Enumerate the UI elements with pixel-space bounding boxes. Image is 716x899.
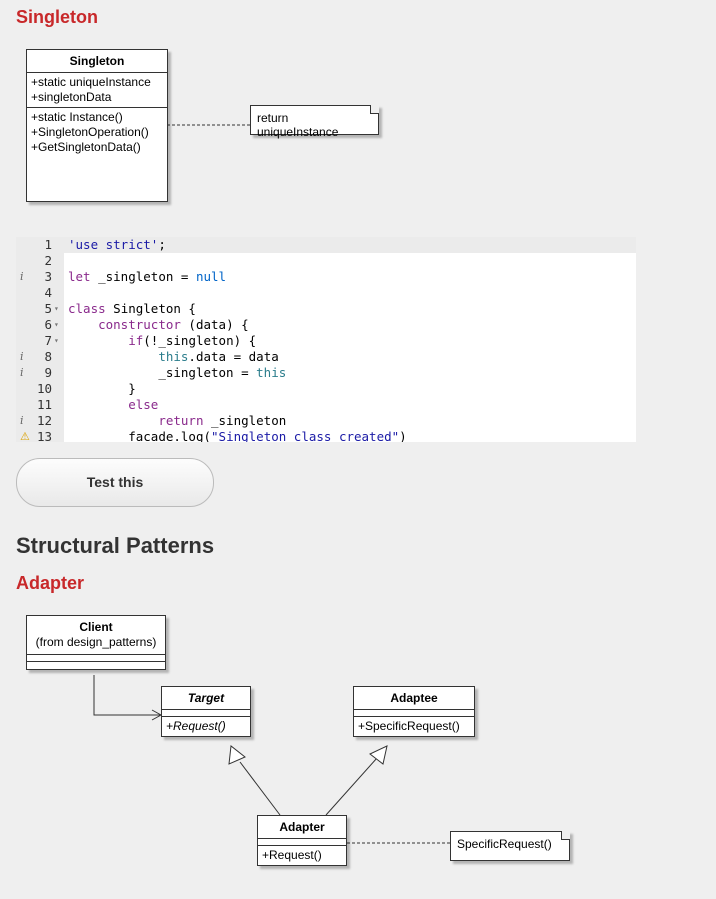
class-name: Singleton <box>69 54 125 68</box>
fold-toggle-icon[interactable]: ▾ <box>54 320 59 329</box>
fold-toggle-icon[interactable]: ▾ <box>54 336 59 345</box>
adapter-operation: +Request() <box>258 845 346 865</box>
client-title: Client (from design_patterns) <box>27 616 165 654</box>
code-line[interactable]: i 3 let _singleton = null <box>16 269 636 285</box>
line-number: 13 <box>36 429 52 442</box>
code-text: return _singleton <box>158 413 287 428</box>
line-number: 8 <box>44 349 52 364</box>
code-line[interactable]: 7▾ if(!_singleton) { <box>16 333 636 349</box>
operation-singleton-operation: +SingletonOperation() <box>31 125 149 139</box>
adaptee-arrowhead <box>369 745 388 765</box>
line-number: 12 <box>36 413 52 428</box>
target-class-box: Target +Request() <box>161 686 251 737</box>
code-line[interactable]: ⚠ 13 facade.log("Singleton class created"… <box>16 429 636 442</box>
line-number: 10 <box>36 381 52 396</box>
warning-icon: ⚠ <box>20 430 30 442</box>
line-number: 3 <box>44 269 52 284</box>
attribute-unique-instance: +static uniqueInstance <box>31 75 151 89</box>
adaptee-class-box: Adaptee +SpecificRequest() <box>353 686 475 737</box>
line-number: 1 <box>44 237 52 252</box>
client-class-box: Client (from design_patterns) <box>26 615 166 670</box>
class-operations: +static Instance() +SingletonOperation()… <box>27 107 167 196</box>
info-icon: i <box>20 270 24 283</box>
adapter-adaptee-association <box>325 757 378 816</box>
adapter-attributes <box>258 838 346 845</box>
code-text: if(!_singleton) { <box>128 333 257 348</box>
client-subtitle: (from design_patterns) <box>35 635 157 649</box>
target-operation: +Request() <box>162 716 250 736</box>
singleton-note: return uniqueInstance <box>250 105 379 139</box>
test-this-button[interactable]: Test this <box>16 458 214 507</box>
adapter-class-box: Adapter +Request() <box>257 815 347 866</box>
target-attributes <box>162 709 250 716</box>
singleton-heading: Singleton <box>16 7 98 27</box>
client-attributes <box>27 654 165 661</box>
code-line[interactable]: 2 <box>16 253 636 269</box>
code-line[interactable]: i 9 _singleton = this <box>16 365 636 381</box>
code-line[interactable]: 5▾ class Singleton { <box>16 301 636 317</box>
adaptee-name: Adaptee <box>390 691 438 705</box>
structural-patterns-heading: Structural Patterns <box>16 533 215 558</box>
info-icon: i <box>20 350 24 363</box>
code-text: class Singleton { <box>68 301 196 316</box>
line-number: 7 <box>44 333 52 348</box>
line-number: 9 <box>44 365 52 380</box>
adapter-note: SpecificRequest() <box>450 831 570 861</box>
line-number: 6 <box>44 317 52 332</box>
code-line[interactable]: 10 } <box>16 381 636 397</box>
line-number: 2 <box>44 253 52 268</box>
code-text: this.data = data <box>158 349 279 364</box>
editor-gutter <box>16 237 64 442</box>
code-text: let _singleton = null <box>68 269 227 284</box>
target-inheritance-arrowhead <box>228 745 246 765</box>
info-icon: i <box>20 414 24 427</box>
adapter-heading: Adapter <box>16 573 85 593</box>
code-text: constructor (data) { <box>98 317 249 332</box>
code-text: else <box>128 397 159 412</box>
code-text: } <box>68 381 136 396</box>
code-text: facade.log("Singleton class created") <box>128 429 407 442</box>
code-line[interactable]: i 8 this.data = data <box>16 349 636 365</box>
attribute-singleton-data: +singletonData <box>31 90 112 104</box>
fold-toggle-icon[interactable]: ▾ <box>54 304 59 313</box>
class-attributes: +static uniqueInstance +singletonData <box>27 72 167 107</box>
adaptee-attributes <box>354 709 474 716</box>
code-text: 'use strict'; <box>68 237 166 252</box>
adapter-name: Adapter <box>279 820 325 834</box>
client-name: Client <box>79 620 113 634</box>
info-icon: i <box>20 366 24 379</box>
line-number: 5 <box>44 301 52 316</box>
line-number: 11 <box>36 397 52 412</box>
code-line[interactable]: 1 'use strict'; <box>16 237 636 253</box>
singleton-class-box: Singleton +static uniqueInstance +single… <box>26 49 168 202</box>
code-line[interactable]: 11 else <box>16 397 636 413</box>
operation-get-singleton-data: +GetSingletonData() <box>31 140 141 154</box>
code-line[interactable]: 6▾ constructor (data) { <box>16 317 636 333</box>
code-text: _singleton = this <box>158 365 287 380</box>
code-line[interactable]: i 12 return _singleton <box>16 413 636 429</box>
client-operations <box>27 661 165 669</box>
operation-instance: +static Instance() <box>31 110 123 124</box>
code-line[interactable]: 4 <box>16 285 636 301</box>
line-number: 4 <box>44 285 52 300</box>
adapter-target-generalization <box>239 761 281 816</box>
target-name: Target <box>187 691 225 705</box>
adaptee-operation: +SpecificRequest() <box>354 716 474 736</box>
client-target-association <box>93 675 161 716</box>
